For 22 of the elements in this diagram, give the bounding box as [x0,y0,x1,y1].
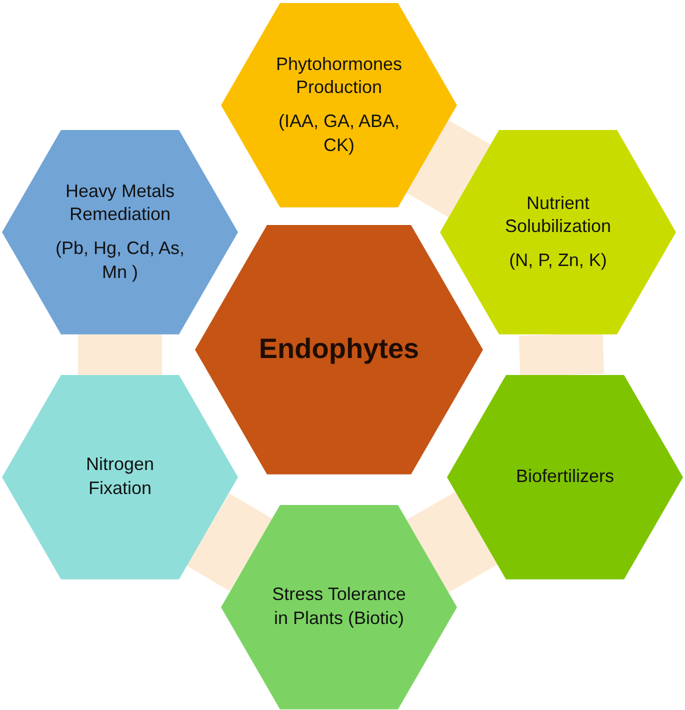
hexagon-title: Phytohormones Production [276,54,402,98]
connector-band [518,333,604,376]
connector-band [186,493,273,592]
hexagon [447,375,683,580]
connector-band [78,334,162,375]
hexagon [195,225,483,474]
hexagon-title: Biofertilizers [516,466,614,486]
hexagon [2,375,238,580]
hexagon [440,130,676,334]
hexagon-detail: (N, P, Zn, K) [509,250,607,270]
connector-band [406,492,498,593]
hexagon-title: Heavy Metals Remediation [65,180,175,224]
center-title: Endophytes [258,333,420,364]
hexagon-detail: (Pb, Hg, Cd, As, Mn ) [55,238,185,282]
hexagon-title: Nutrient Solubilization [504,192,612,236]
hexagon [2,130,238,334]
hexagon [221,505,457,710]
hexagon-title: Stress Tolerance in Plants (Biotic) [272,584,406,628]
hexagon-detail: (IAA, GA, ABA, CK) [278,111,400,155]
connector-band [406,120,491,218]
hexagon-title: Nitrogen Fixation [86,454,154,498]
hexagon [221,3,457,208]
